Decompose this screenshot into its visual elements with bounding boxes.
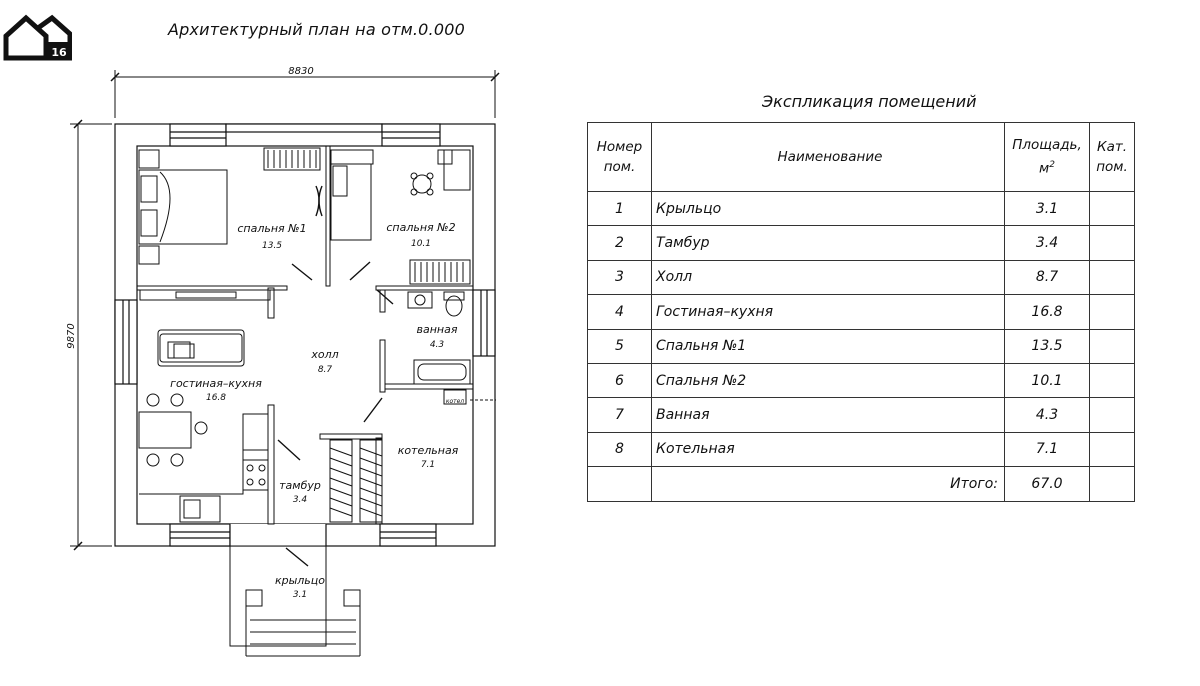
row-number: 7 (587, 397, 652, 433)
bed-double (138, 149, 228, 265)
row-category (1089, 328, 1135, 364)
table-row: 3 Холл 8.7 (587, 259, 1135, 296)
room-area-vestibule: 3.4 (293, 495, 308, 505)
room-area-porch: 3.1 (293, 590, 307, 600)
row-number: 5 (587, 328, 652, 364)
row-number: 1 (587, 190, 652, 227)
row-category (1089, 259, 1135, 296)
room-label-living: гостиная–кухня (170, 377, 262, 390)
boiler-racks (329, 439, 383, 523)
row-name: Тамбур (651, 225, 1005, 261)
row-area: 16.8 (1004, 294, 1090, 330)
row-name: Крыльцо (651, 190, 1005, 227)
row-category (1089, 190, 1135, 227)
room-label-porch: крыльцо (275, 574, 325, 587)
table-row: 6 Спальня №2 10.1 (587, 362, 1135, 399)
row-number: 4 (587, 294, 652, 330)
doors (277, 185, 394, 567)
room-label-hall: холл (310, 348, 338, 361)
row-area: 8.7 (1004, 259, 1090, 296)
row-category (1089, 362, 1135, 399)
logo-badge: 16 (51, 46, 67, 59)
header-area: Площадь,м2 (1004, 122, 1090, 192)
kitchen-counter (139, 413, 269, 523)
room-area-living: 16.8 (206, 393, 226, 403)
room-label-boiler: котельная (398, 444, 459, 457)
table-total-row: Итого: 67.0 (587, 466, 1135, 502)
room-area-boiler: 7.1 (421, 460, 435, 470)
desk (410, 149, 471, 196)
row-area: 3.4 (1004, 225, 1090, 261)
header-name: Наименование (651, 122, 1005, 192)
plan-title: Архитектурный план на отм.0.000 (168, 20, 465, 39)
table-row: 1 Крыльцо 3.1 (587, 190, 1135, 227)
dining-table (138, 393, 208, 467)
porch (229, 545, 361, 657)
room-label-bedroom1: спальня №1 (237, 222, 306, 235)
room-label-bedroom2: спальня №2 (386, 221, 455, 234)
table-title: Экспликация помещений (762, 92, 977, 111)
room-area-hall: 8.7 (318, 365, 333, 375)
table-row: 7 Ванная 4.3 (587, 397, 1135, 433)
room-area-bedroom2: 10.1 (411, 239, 431, 249)
floor-plan: 8830 9870 спальня №1 13.5 спальня №2 10.… (66, 66, 500, 657)
row-name: Спальня №1 (651, 328, 1005, 364)
row-number: 2 (587, 225, 652, 261)
row-name: Ванная (651, 397, 1005, 433)
row-category (1089, 294, 1135, 330)
row-area: 13.5 (1004, 328, 1090, 364)
row-category (1089, 225, 1135, 261)
row-area: 10.1 (1004, 362, 1090, 399)
row-category (1089, 431, 1135, 468)
row-number: 8 (587, 431, 652, 468)
total-empty-cell (587, 466, 652, 502)
dimension-lines (70, 70, 500, 551)
total-value: 67.0 (1004, 466, 1090, 502)
wardrobe-1 (263, 147, 321, 171)
row-name: Спальня №2 (651, 362, 1005, 399)
room-area-bathroom: 4.3 (430, 340, 445, 350)
row-name: Котельная (651, 431, 1005, 468)
row-number: 6 (587, 362, 652, 399)
row-category (1089, 397, 1135, 433)
row-name: Холл (651, 259, 1005, 296)
sofa (157, 329, 245, 367)
bed-single (330, 149, 374, 241)
total-category-cell (1089, 466, 1135, 502)
bathroom-fixtures (407, 291, 471, 405)
row-name: Гостиная–кухня (651, 294, 1005, 330)
row-number: 3 (587, 259, 652, 296)
header-category: Кат.пом. (1089, 122, 1135, 192)
total-label: Итого: (651, 466, 1005, 502)
table-row: 4 Гостиная–кухня 16.8 (587, 294, 1135, 330)
row-area: 7.1 (1004, 431, 1090, 468)
table-row: 5 Спальня №1 13.5 (587, 328, 1135, 364)
logo-house-icon: 16 (3, 14, 72, 61)
boiler-tag: котел (446, 398, 464, 405)
table-row: 2 Тамбур 3.4 (587, 225, 1135, 261)
room-area-bedroom1: 13.5 (262, 241, 282, 251)
width-dimension: 8830 (288, 66, 313, 77)
room-label-bathroom: ванная (417, 323, 458, 336)
row-area: 4.3 (1004, 397, 1090, 433)
wardrobe-2 (409, 259, 471, 285)
height-dimension: 9870 (66, 323, 77, 348)
tv-stand (139, 289, 271, 301)
row-area: 3.1 (1004, 190, 1090, 227)
table-row: 8 Котельная 7.1 (587, 431, 1135, 468)
room-label-vestibule: тамбур (279, 479, 321, 492)
